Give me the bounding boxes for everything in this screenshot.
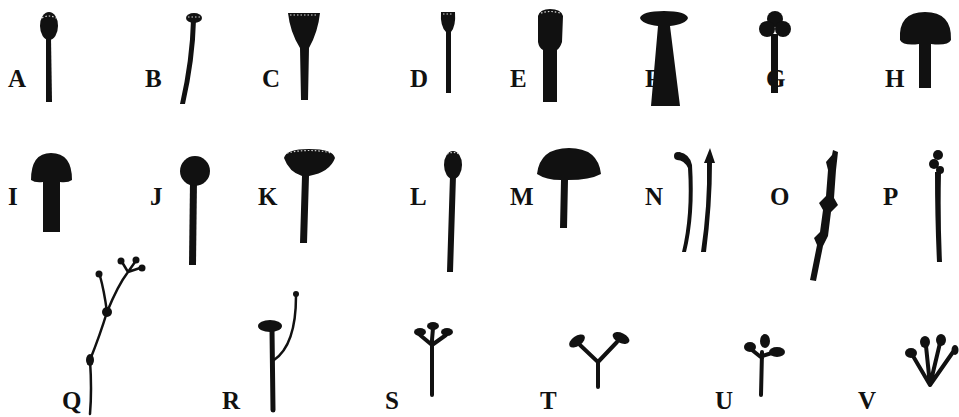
panel-letter: U <box>715 388 733 413</box>
fruiting-body-n <box>674 148 715 252</box>
fruiting-body-o <box>810 150 838 281</box>
fruiting-body-b <box>180 13 202 104</box>
fruiting-body-r <box>258 291 299 410</box>
panel-letter: P <box>883 184 898 209</box>
fruiting-body-g <box>759 11 791 93</box>
fruiting-body-c <box>288 13 320 100</box>
fruiting-body-d <box>441 12 455 93</box>
fruiting-body-p <box>929 150 944 262</box>
panel-letter: S <box>385 388 399 413</box>
panel-letter: E <box>510 66 527 91</box>
panel-letter: K <box>258 184 277 209</box>
panel-letter: C <box>262 66 280 91</box>
fruiting-body-h <box>900 12 951 88</box>
fruiting-body-s <box>414 322 453 395</box>
panel-letter: F <box>645 66 660 91</box>
fruiting-body-f <box>640 11 688 106</box>
panel-letter: B <box>145 66 162 91</box>
panel-letter: I <box>8 184 18 209</box>
panel-letter: G <box>766 66 785 91</box>
fruiting-body-u <box>744 334 785 395</box>
fruiting-body-q <box>86 257 146 415</box>
panel-letter: J <box>150 184 163 209</box>
fruiting-body-m <box>537 148 601 228</box>
panel-letter: V <box>858 388 876 413</box>
fruiting-body-i <box>31 153 72 232</box>
panel-letter: L <box>410 184 427 209</box>
fruiting-body-k <box>284 149 335 243</box>
panel-letter: N <box>645 184 663 209</box>
panel-letter: A <box>8 66 26 91</box>
fruiting-body-j <box>180 156 210 265</box>
panel-letter: M <box>510 184 534 209</box>
panel-letter: O <box>770 184 789 209</box>
panel-letter: Q <box>62 388 81 413</box>
fruiting-body-t <box>567 330 632 387</box>
fruiting-body-l <box>444 151 462 272</box>
fruiting-body-e <box>538 9 563 102</box>
fruiting-body-a <box>40 12 58 102</box>
panel-letter: R <box>222 388 240 413</box>
panel-letter: H <box>885 66 904 91</box>
fruiting-body-v <box>905 334 959 385</box>
panel-letter: D <box>410 66 428 91</box>
panel-letter: T <box>540 388 557 413</box>
